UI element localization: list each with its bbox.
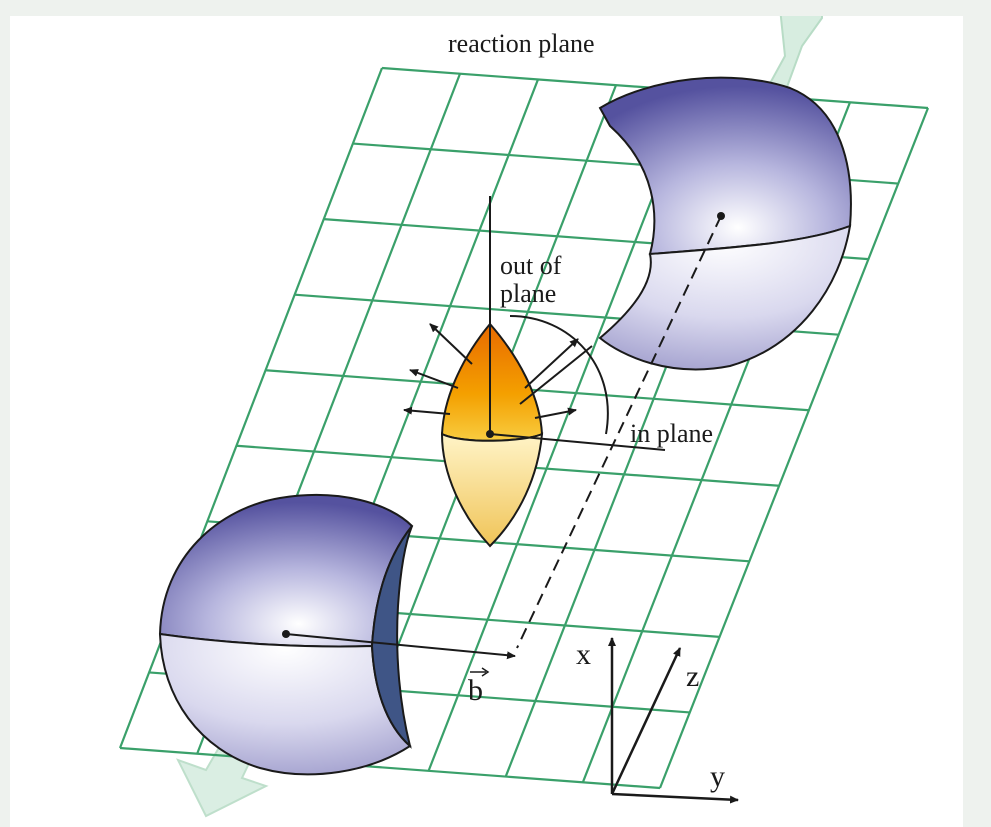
label-reaction-plane: reaction plane — [448, 29, 595, 58]
figure-frame: reaction plane out of plane in plane b x… — [10, 16, 963, 827]
impact-parameter-vector — [285, 633, 516, 660]
impact-parameter-dashed — [516, 215, 722, 649]
out-of-plane-line — [519, 345, 593, 405]
nucleus-lower — [158, 493, 414, 776]
fireball — [440, 322, 544, 548]
arrow-icon — [429, 323, 473, 365]
label-axis-x: x — [576, 638, 591, 671]
arrow-icon — [403, 406, 451, 415]
label-out-of: out of — [500, 251, 562, 280]
grid-line-horizontal — [119, 746, 661, 790]
vector-arrow-icon — [470, 667, 490, 677]
flow-arrows — [403, 323, 593, 419]
arrow-icon — [534, 407, 577, 419]
label-in-plane: in plane — [630, 419, 713, 448]
label-axis-z: z — [686, 660, 699, 693]
arrow-icon — [524, 338, 579, 389]
y-axis-arrow-icon — [611, 792, 739, 804]
z-axis-arrow-icon — [610, 647, 682, 795]
label-axis-y: y — [710, 760, 725, 793]
nucleus-upper — [598, 76, 852, 371]
grid-line-vertical — [658, 107, 930, 789]
coordinate-axes — [608, 637, 739, 804]
arrow-icon — [409, 369, 459, 389]
grid-line-vertical — [427, 90, 696, 772]
angle-arc — [509, 315, 609, 435]
label-impact-parameter: b — [468, 674, 483, 707]
label-plane: plane — [500, 279, 556, 308]
heavy-ion-collision-diagram: reaction plane out of plane in plane b x… — [118, 16, 930, 818]
